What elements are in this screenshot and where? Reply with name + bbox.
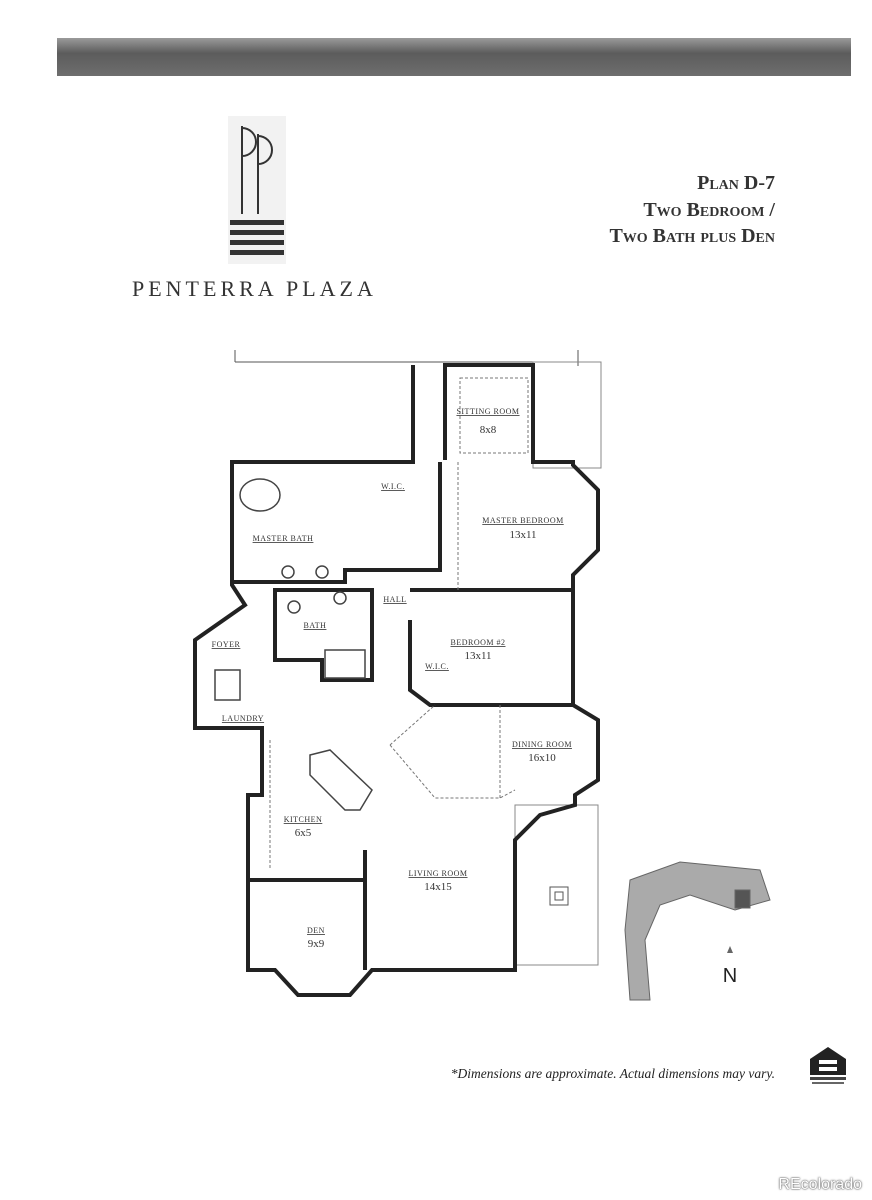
room-size: 9x9 <box>308 938 325 950</box>
site-map-thumbnail <box>624 861 771 1001</box>
room-size: 8x8 <box>480 424 497 436</box>
room-label: HALL <box>383 595 406 604</box>
dimensions-disclaimer: *Dimensions are approximate. Actual dime… <box>450 1066 775 1081</box>
room-size: 6x5 <box>295 827 312 839</box>
compass-label: N <box>723 965 737 987</box>
plan-bedrooms: Two Bedroom / <box>643 199 775 221</box>
room-label: W.I.C. <box>381 482 405 491</box>
equal-housing-icon <box>810 1047 846 1084</box>
room-label: LIVING ROOM <box>408 869 467 878</box>
room-label: KITCHEN <box>284 815 323 824</box>
room-label: BATH <box>304 621 327 630</box>
north-arrow-icon <box>727 946 733 953</box>
room-size: 16x10 <box>528 752 556 764</box>
room-label: MASTER BEDROOM <box>482 516 563 525</box>
brand-name: PENTERRA PLAZA <box>132 276 377 301</box>
room-label: MASTER BATH <box>253 534 314 543</box>
room-size: 13x11 <box>464 650 491 662</box>
room-label: W.I.C. <box>425 662 449 671</box>
header-bar <box>57 38 851 76</box>
watermark: REcolorado <box>778 1176 862 1193</box>
room-label: BEDROOM #2 <box>450 638 505 647</box>
room-label: LAUNDRY <box>222 714 264 723</box>
room-size: 13x11 <box>509 529 536 541</box>
penterra-logo <box>228 116 286 264</box>
room-label: SITTING ROOM <box>456 407 519 416</box>
room-size: 14x15 <box>424 881 452 893</box>
room-label: DINING ROOM <box>512 740 572 749</box>
room-label: FOYER <box>212 640 241 649</box>
room-label: DEN <box>307 926 325 935</box>
plan-baths: Two Bath plus Den <box>609 225 775 247</box>
plan-title: Plan D-7 <box>697 172 775 194</box>
